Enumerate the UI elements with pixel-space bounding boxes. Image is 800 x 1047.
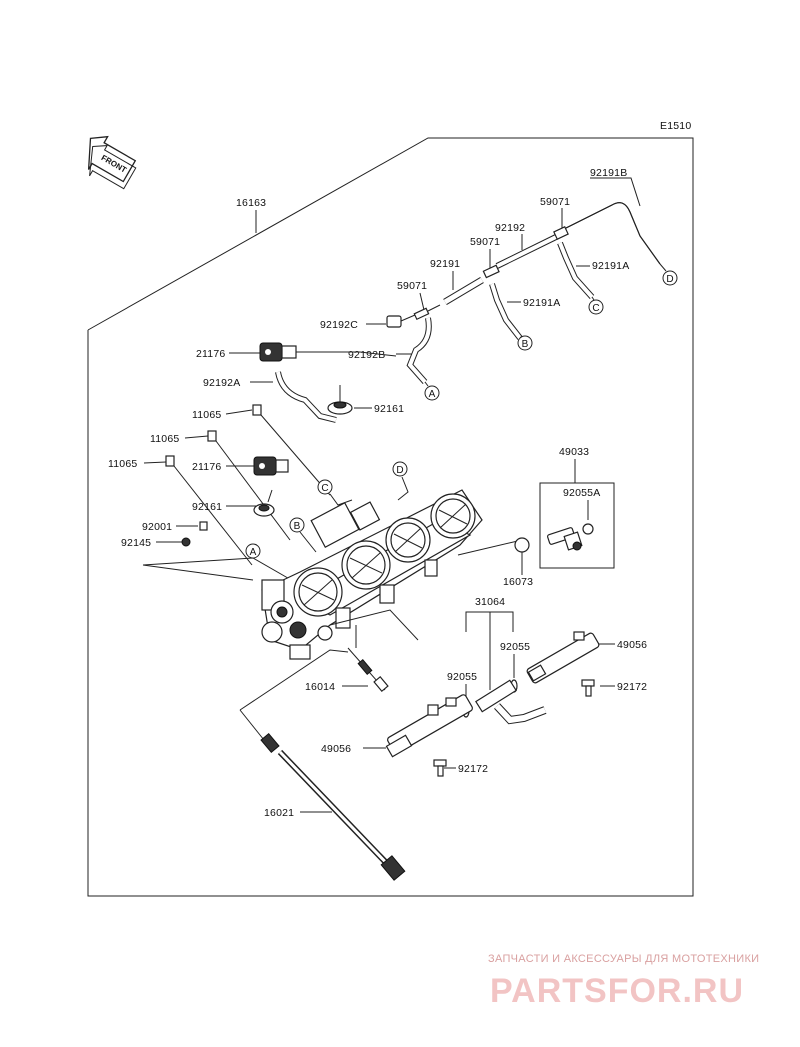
label-92191a-mid: 92191A bbox=[523, 297, 560, 309]
bolt-92172-left bbox=[433, 759, 447, 777]
label-92192: 92192 bbox=[495, 222, 525, 234]
spring-92145 bbox=[181, 537, 191, 547]
svg-text:B: B bbox=[294, 521, 301, 532]
fuel-rail-49056-right bbox=[526, 631, 600, 684]
callout-c-top: C bbox=[588, 296, 604, 315]
label-92191a-right: 92191A bbox=[592, 260, 629, 272]
label-16021: 16021 bbox=[264, 807, 294, 819]
fitting-59071-mid bbox=[482, 264, 500, 279]
screw-16014 bbox=[347, 647, 389, 693]
fitting-59071-top bbox=[553, 226, 569, 240]
bolt-92161-mid bbox=[253, 489, 275, 517]
label-92145: 92145 bbox=[121, 537, 151, 549]
cap-11065-a bbox=[252, 404, 262, 416]
cap-11065-b bbox=[207, 430, 217, 442]
label-92192a: 92192A bbox=[203, 377, 240, 389]
throttle-body-assembly bbox=[261, 489, 483, 660]
label-11065-a: 11065 bbox=[192, 409, 221, 421]
box-49033 bbox=[539, 482, 615, 569]
svg-text:D: D bbox=[396, 465, 403, 476]
insulator-16073 bbox=[514, 537, 530, 553]
svg-text:C: C bbox=[321, 483, 328, 494]
svg-text:D: D bbox=[666, 274, 673, 285]
shaft-16021 bbox=[260, 732, 406, 881]
callout-a-mid: A bbox=[142, 543, 301, 586]
svg-text:A: A bbox=[429, 389, 436, 400]
label-92191b: 92191B bbox=[590, 167, 627, 179]
label-16163: 16163 bbox=[236, 197, 266, 209]
label-92055-left: 92055 bbox=[447, 671, 477, 683]
label-92161-top: 92161 bbox=[374, 403, 404, 415]
fuel-rail-49056-left bbox=[385, 694, 473, 758]
bolt-92161-top bbox=[327, 385, 353, 415]
label-49056-right: 49056 bbox=[617, 639, 647, 651]
label-92161-mid: 92161 bbox=[192, 501, 222, 513]
injector-49033 bbox=[547, 527, 583, 551]
callout-d-top: D bbox=[659, 263, 678, 286]
joint-pipe-31064 bbox=[475, 679, 547, 725]
diagram-code: E1510 bbox=[660, 120, 691, 132]
callout-c-mid: C bbox=[317, 479, 353, 506]
cap-92192c bbox=[386, 315, 402, 328]
callout-d-mid: D bbox=[392, 461, 409, 501]
label-21176-top: 21176 bbox=[196, 348, 225, 360]
label-92191: 92191 bbox=[430, 258, 460, 270]
fitting-59071-low bbox=[413, 307, 430, 321]
screw-92001 bbox=[199, 521, 208, 531]
hose-92191b bbox=[565, 202, 661, 265]
oring-92055a bbox=[582, 523, 594, 535]
sensor-21176-mid bbox=[253, 456, 289, 476]
label-59071-low: 59071 bbox=[397, 280, 427, 292]
cap-11065-c bbox=[165, 455, 175, 467]
label-92192b: 92192B bbox=[348, 349, 385, 361]
label-92055a: 92055A bbox=[563, 487, 600, 499]
svg-text:C: C bbox=[592, 303, 599, 314]
watermark-line2: PARTSFOR.RU bbox=[490, 972, 744, 1010]
label-16073: 16073 bbox=[503, 576, 533, 588]
callout-b-top: B bbox=[517, 335, 533, 351]
watermark-line1: ЗАПЧАСТИ И АКСЕССУАРЫ ДЛЯ МОТОТЕХНИКИ bbox=[488, 953, 759, 965]
hose-92192a bbox=[275, 371, 337, 423]
label-92055-right: 92055 bbox=[500, 641, 530, 653]
assembly-frame bbox=[87, 137, 694, 897]
label-21176-mid: 21176 bbox=[192, 461, 221, 473]
label-16014: 16014 bbox=[305, 681, 335, 693]
label-11065-b: 11065 bbox=[150, 433, 179, 445]
label-59071-top: 59071 bbox=[540, 196, 570, 208]
label-11065-c: 11065 bbox=[108, 458, 137, 470]
front-arrow-icon: FRONT bbox=[87, 135, 137, 190]
svg-text:A: A bbox=[250, 547, 257, 558]
label-92192c: 92192C bbox=[320, 319, 358, 331]
bolt-92172-right bbox=[581, 679, 595, 697]
label-59071-mid: 59071 bbox=[470, 236, 500, 248]
label-92172-right: 92172 bbox=[617, 681, 647, 693]
label-92172-left: 92172 bbox=[458, 763, 488, 775]
label-49056-left: 49056 bbox=[321, 743, 351, 755]
sensor-21176-top bbox=[259, 342, 297, 362]
label-31064: 31064 bbox=[475, 596, 505, 608]
label-49033: 49033 bbox=[559, 446, 589, 458]
svg-text:B: B bbox=[522, 339, 529, 350]
callout-a-top: A bbox=[424, 381, 440, 401]
label-92001: 92001 bbox=[142, 521, 172, 533]
callout-b-mid: B bbox=[289, 517, 317, 553]
